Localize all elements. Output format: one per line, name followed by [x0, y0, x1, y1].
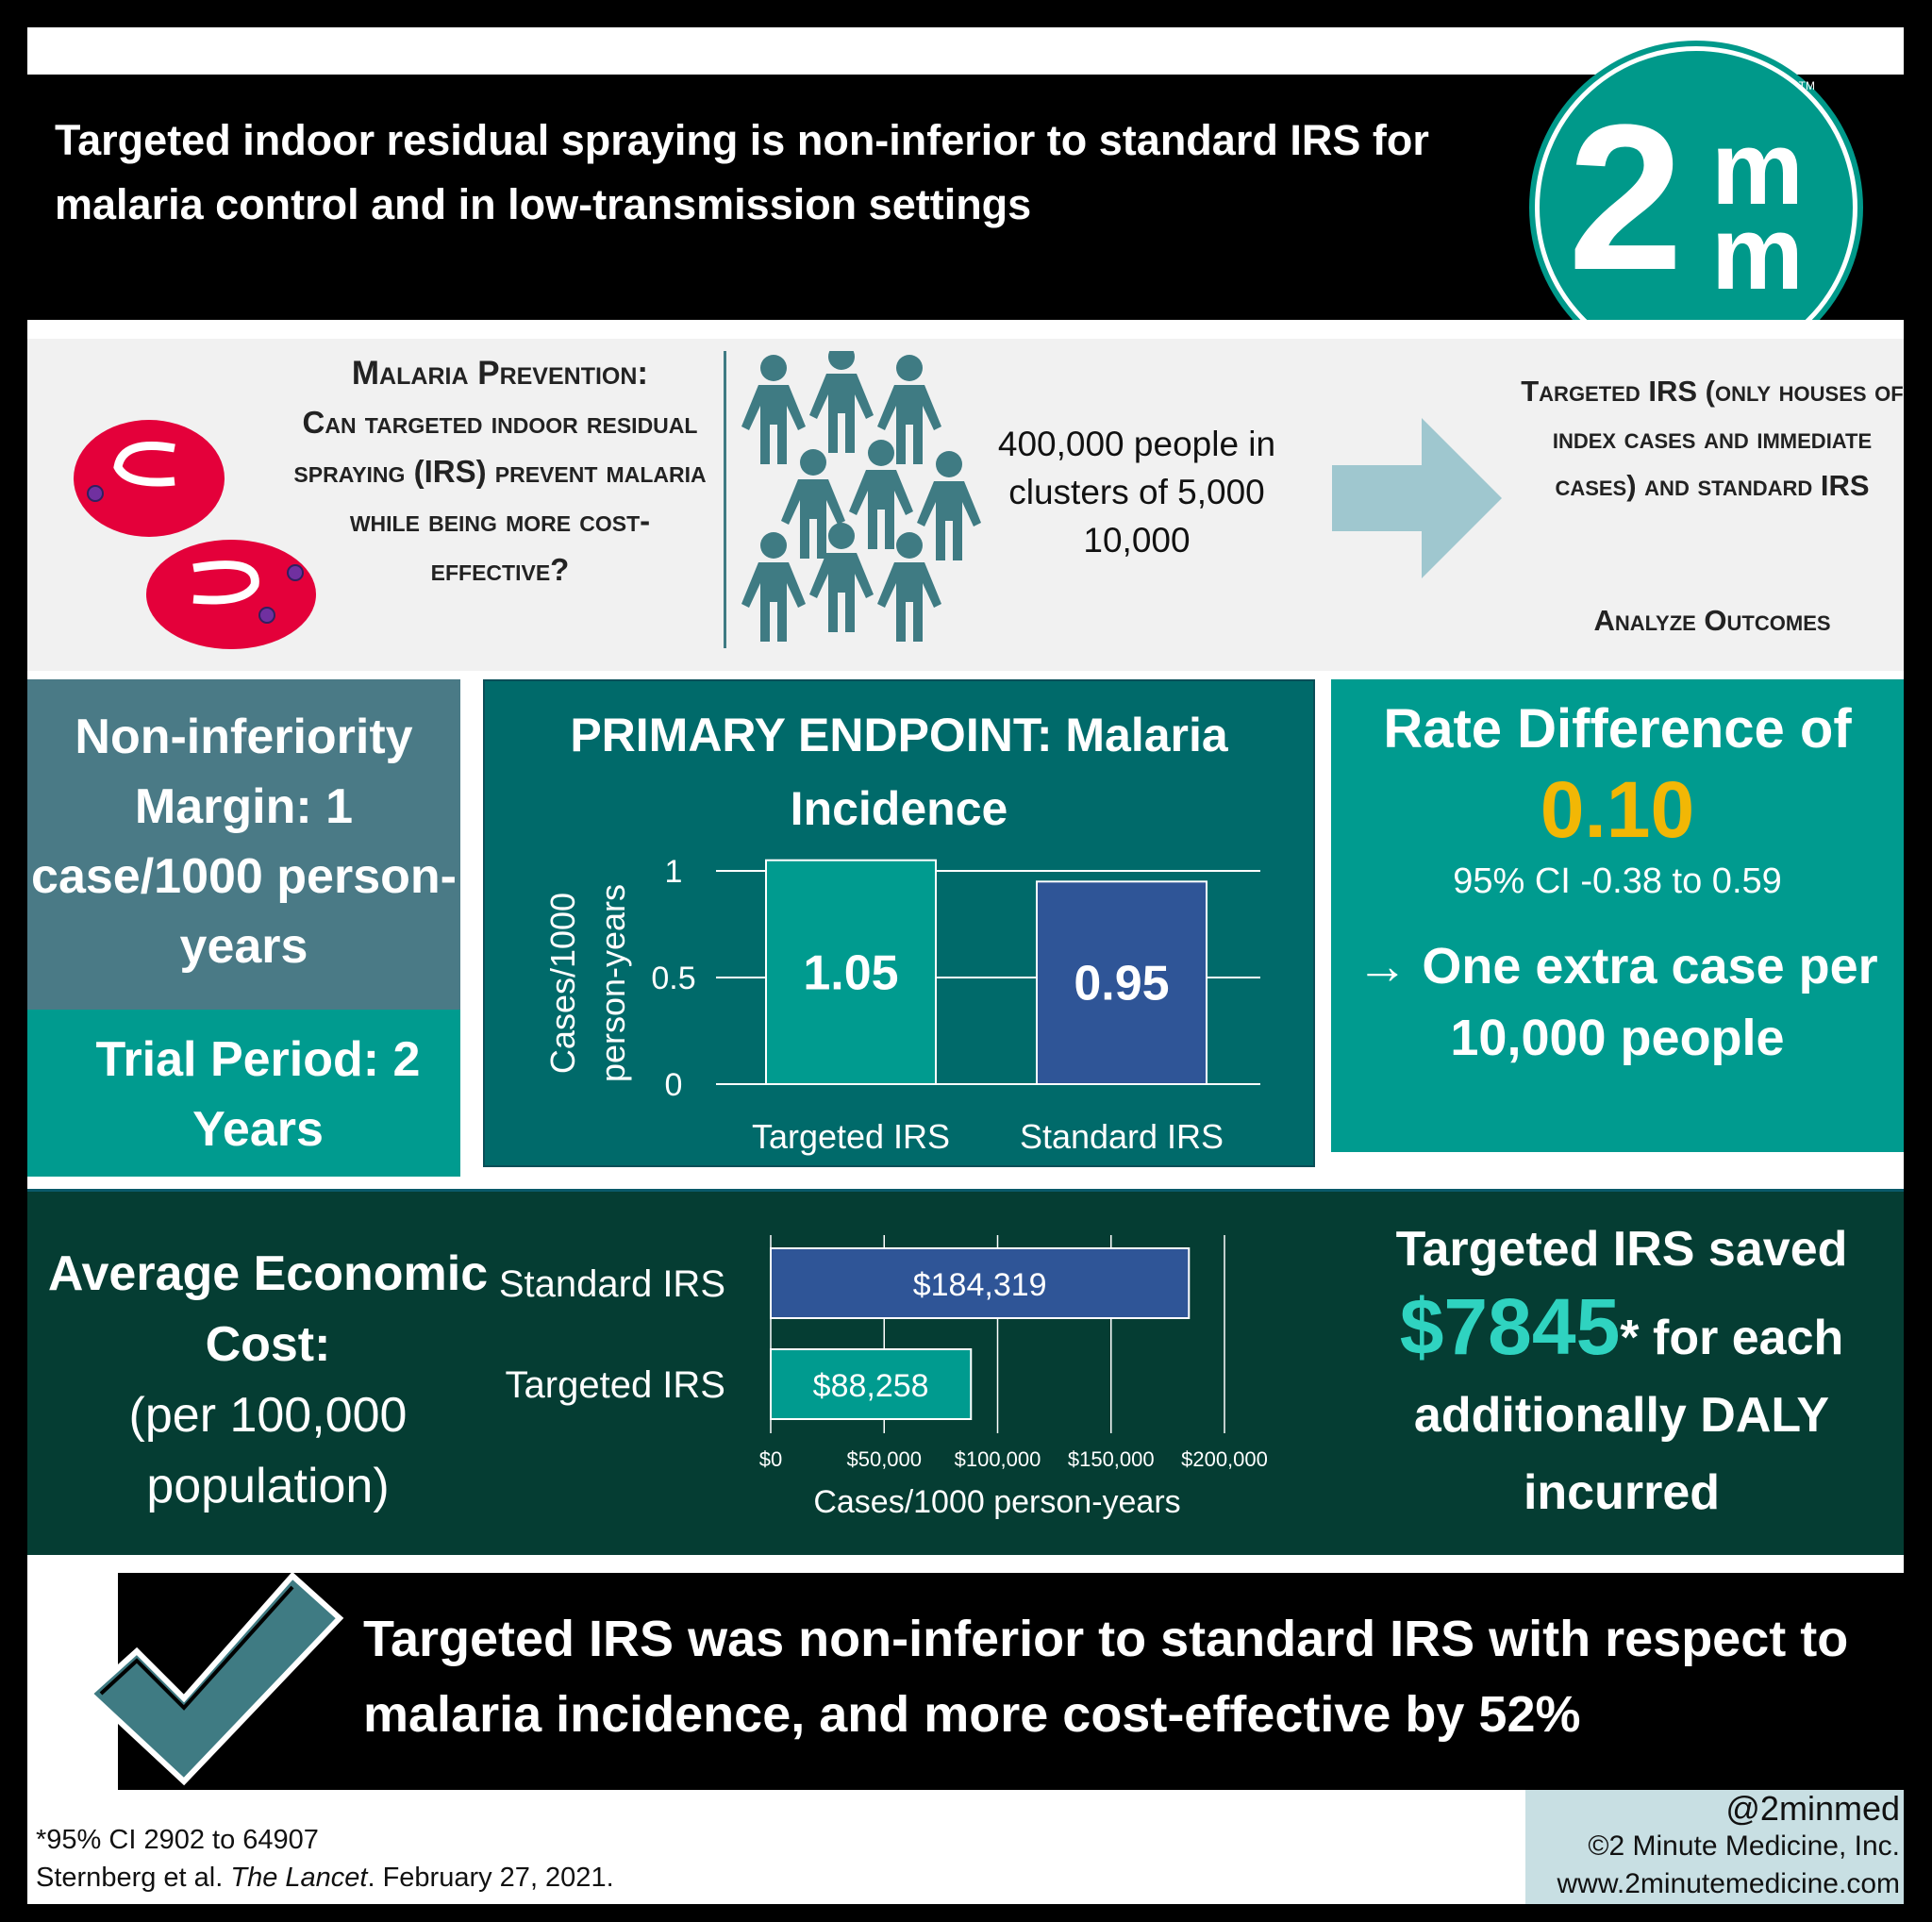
savings-line2: for each additionally DALY incurred: [1413, 1311, 1844, 1520]
rate-ci: 95% CI -0.38 to 0.59: [1453, 861, 1782, 901]
study-question: Malaria Prevention: Can targeted indoor …: [283, 349, 717, 594]
checkmark-icon: [85, 1571, 344, 1786]
cost-chart: $0 $50,000 $100,000 $150,000 $200,000 $184,31…: [499, 1235, 1268, 1520]
savings-text: Targeted IRS saved $7845* for each addit…: [1339, 1211, 1905, 1531]
citation-authors: Sternberg et al.: [36, 1863, 224, 1893]
bar-targeted-irs: [770, 1348, 973, 1420]
x-tick-label: $0: [759, 1447, 782, 1471]
bar-targeted-irs: [765, 859, 937, 1085]
cost-label-bold: Average Economic Cost:: [47, 1246, 489, 1372]
savings-amount: $7845: [1399, 1282, 1621, 1371]
y-axis-label: person-years: [593, 884, 632, 1082]
rate-heading: Rate Difference of: [1383, 698, 1852, 760]
footnotes: *95% CI 2902 to 64907 Sternberg et al. T…: [36, 1821, 614, 1897]
bar-standard-irs: [1036, 880, 1208, 1085]
citation-date: . February 27, 2021.: [367, 1863, 614, 1893]
x-tick-label: $200,000: [1181, 1447, 1268, 1471]
citation-journal: The Lancet: [230, 1863, 368, 1893]
copyright: ©2 Minute Medicine, Inc.: [1588, 1830, 1900, 1862]
y-tick-label: 1: [665, 854, 683, 890]
conclusion-panel: [118, 1573, 1904, 1790]
x-tick-label: Standard IRS: [1020, 1117, 1224, 1156]
data-label: 1.05: [803, 945, 898, 1000]
red-blood-cell-icon: [74, 420, 316, 649]
cost-panel: Average Economic Cost: (per 100,000 popu…: [27, 1189, 1904, 1555]
gap: [27, 320, 1904, 339]
data-label: $184,319: [913, 1267, 1047, 1303]
rate-difference-panel: Rate Difference of 0.10 95% CI -0.38 to …: [1325, 679, 1904, 1158]
twitter-handle[interactable]: @2minmed: [1725, 1789, 1900, 1828]
rate-value: 0.10: [1540, 765, 1695, 854]
study-arms: Targeted IRS (only houses of index cases…: [1521, 375, 1904, 502]
trademark: TM: [1798, 79, 1815, 92]
y-tick-label: 0: [665, 1067, 683, 1103]
category-label: Standard IRS: [499, 1263, 725, 1305]
data-label: $88,258: [813, 1368, 929, 1404]
bar-standard-irs: [770, 1247, 1191, 1319]
analyze-outcomes: Analyze Outcomes: [1593, 604, 1831, 637]
cost-label-sub: (per 100,000 population): [128, 1388, 408, 1513]
arrow-right-icon: →: [1357, 938, 1408, 994]
footer: [27, 1790, 1525, 1904]
ci-footnote: *95% CI 2902 to 64907: [36, 1825, 319, 1855]
page-title: Targeted indoor residual spraying is non…: [55, 116, 1429, 228]
divider: [724, 351, 726, 648]
trial-period: Trial Period: 2 Years: [27, 1010, 460, 1177]
category-label: Targeted IRS: [506, 1364, 725, 1406]
chart-title: PRIMARY ENDPOINT: Malaria Incidence: [570, 709, 1228, 835]
conclusion-text: Targeted IRS was non-inferior to standar…: [363, 1611, 1849, 1743]
x-tick-label: $150,000: [1068, 1447, 1155, 1471]
x-axis-label: Cases/1000 person-years: [813, 1484, 1180, 1520]
savings-line1: Targeted IRS saved: [1395, 1222, 1848, 1277]
y-axis-label: Cases/1000: [543, 893, 582, 1074]
x-tick-label: $50,000: [846, 1447, 922, 1471]
people-group-icon: [741, 351, 981, 642]
x-tick-label: $100,000: [955, 1447, 1041, 1471]
asterisk: *: [1620, 1311, 1640, 1365]
question-text: Can targeted indoor residual spraying (I…: [293, 405, 707, 587]
arrow-right-icon: [1332, 418, 1502, 578]
non-inferiority-margin: Non-inferiority Margin: 1 case/1000 pers…: [27, 679, 460, 1010]
rate-consequence: One extra case per 10,000 people: [1422, 938, 1878, 1066]
x-tick-label: Targeted IRS: [752, 1117, 950, 1156]
website-link[interactable]: www.2minutemedicine.com: [1557, 1868, 1900, 1899]
data-label: 0.95: [1074, 957, 1169, 1011]
question-heading: Malaria Prevention:: [351, 355, 649, 392]
credits: @2minmed ©2 Minute Medicine, Inc. www.2m…: [1525, 1790, 1904, 1904]
y-tick-label: 0.5: [651, 961, 695, 996]
population-text: 400,000 people in clusters of 5,000 10,0…: [997, 425, 1276, 560]
primary-endpoint-panel: PRIMARY ENDPOINT: Malaria Incidence 0 0.5…: [483, 679, 1315, 1167]
top-border: [27, 27, 1904, 75]
cost-label: Average Economic Cost: (per 100,000 popu…: [46, 1239, 490, 1522]
